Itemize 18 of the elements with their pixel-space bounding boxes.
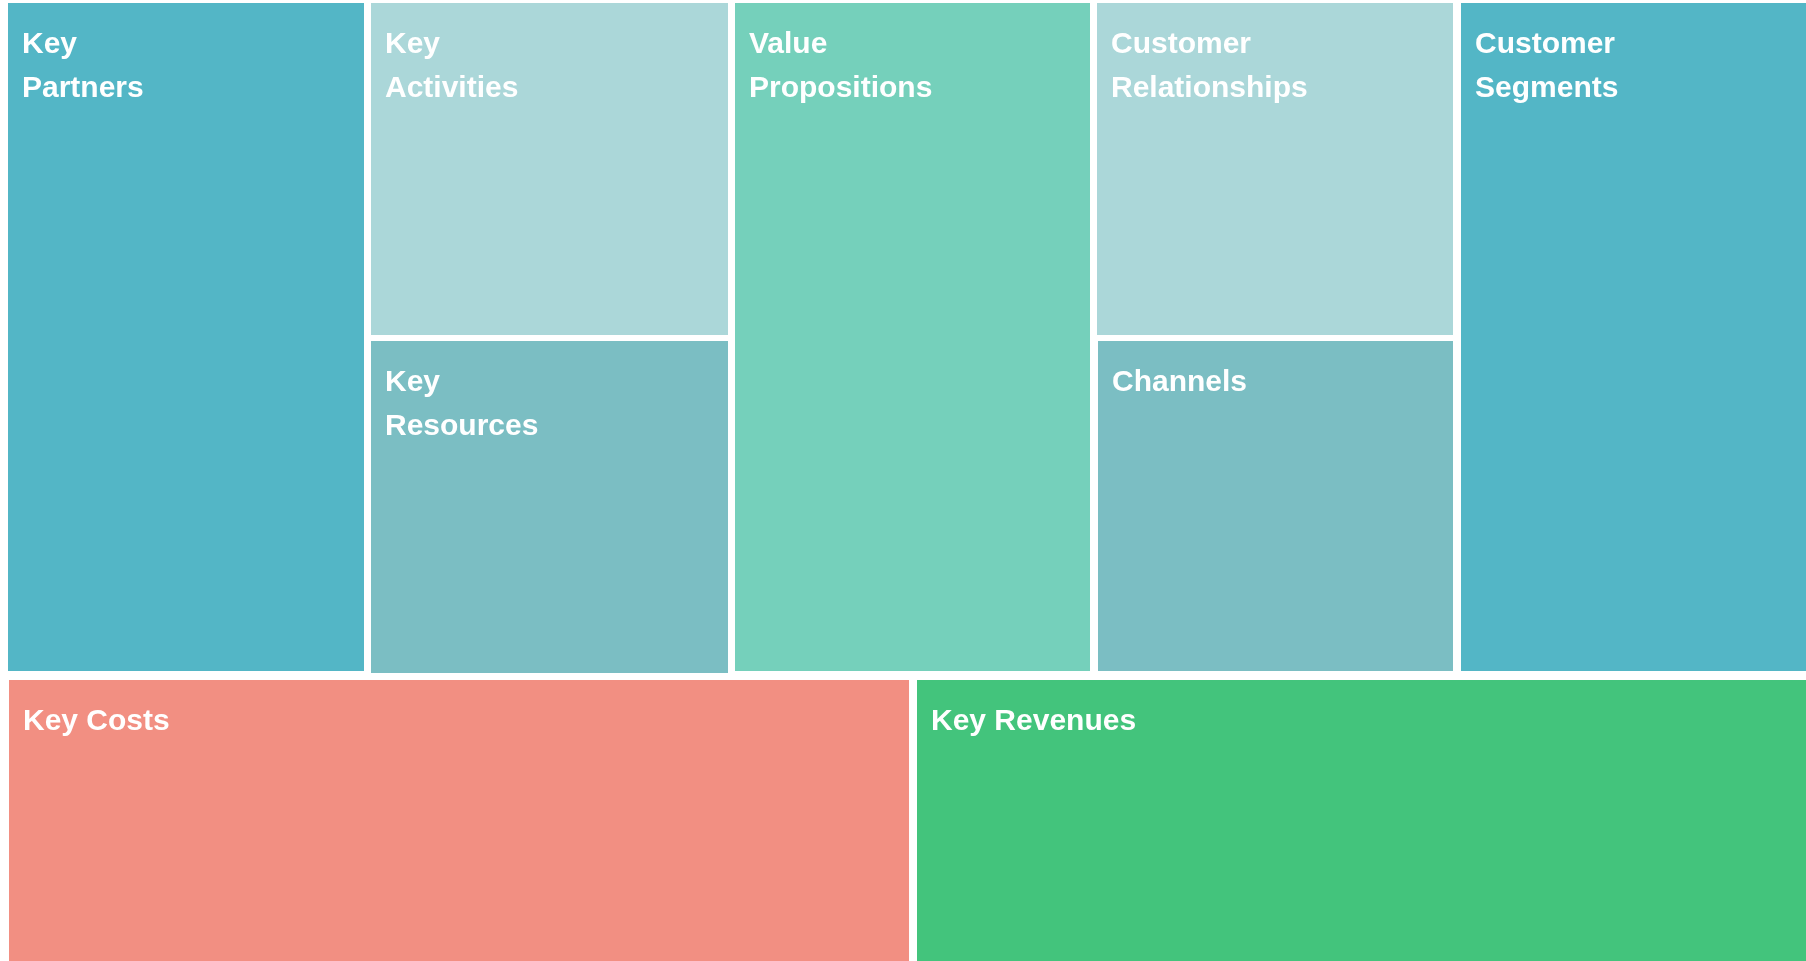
canvas-block [1098,341,1453,671]
canvas-block [1461,3,1806,671]
canvas-block [8,3,364,671]
canvas-block [917,680,1806,961]
block-heading: Key Revenues [931,702,1138,738]
canvas-block [735,3,1090,671]
block-heading: Channels [1112,363,1248,399]
block-heading: Key Resources [385,363,539,443]
canvas-block [1097,3,1453,335]
canvas-block [371,3,728,335]
canvas-block [371,341,728,673]
block-heading: Customer Segments [1475,25,1619,105]
block-heading: Key Activities [385,25,519,105]
block-heading: Customer Relationships [1111,25,1308,105]
canvas-block [9,680,909,961]
block-heading: Key Partners [22,25,144,105]
block-heading: Value Propositions [749,25,933,105]
block-heading: Key Costs [23,702,171,738]
